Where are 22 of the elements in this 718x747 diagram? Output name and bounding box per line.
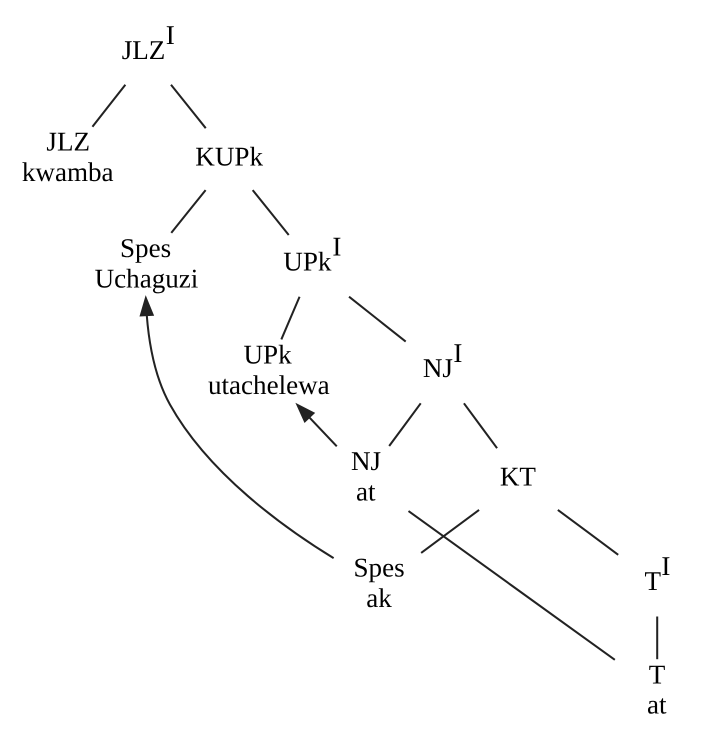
connector	[557, 508, 619, 556]
connector	[280, 296, 300, 340]
connector	[656, 616, 658, 659]
node-text: NJ at	[350, 446, 382, 506]
arrow	[295, 402, 338, 446]
connector	[170, 188, 206, 233]
connector	[170, 84, 207, 128]
node-text: Spes Uchaguzi	[94, 232, 198, 293]
node-text: UPk utachelewa	[208, 339, 330, 400]
connector	[92, 84, 126, 127]
node-text: Spes ak	[354, 552, 405, 613]
node-text: T at	[647, 658, 667, 720]
connector	[408, 510, 616, 660]
connector	[463, 402, 498, 448]
arrow	[139, 294, 334, 558]
connector	[420, 508, 480, 554]
connector	[348, 295, 406, 342]
node-text: JLZ kwamba	[22, 126, 114, 186]
node-text: KUPk	[195, 141, 263, 172]
connector	[252, 188, 290, 236]
connector	[388, 402, 422, 446]
node-text: KT	[500, 460, 536, 491]
